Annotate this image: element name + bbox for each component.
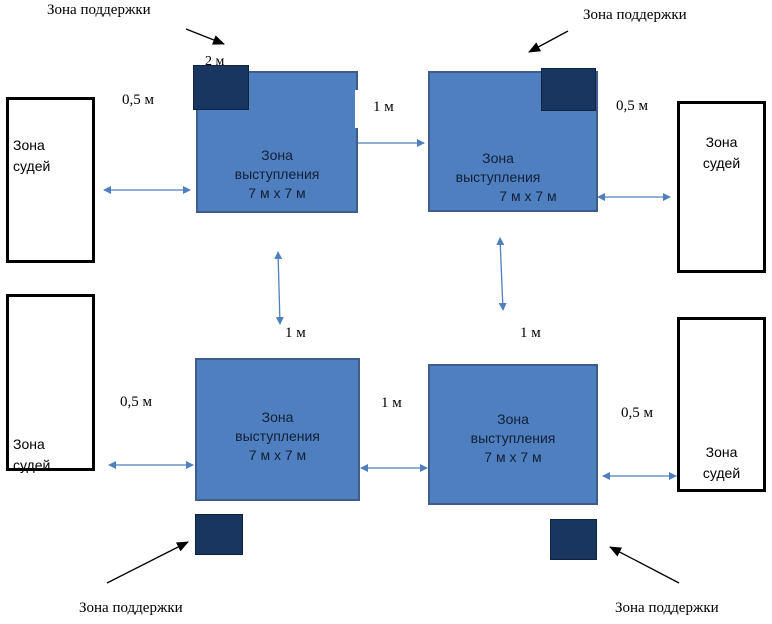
judges-subtitle: судей: [13, 457, 51, 473]
judges-zone-top-left: Зона судей: [6, 97, 95, 263]
performance-title: Зона: [497, 411, 529, 427]
pointer-support-tr: [528, 30, 569, 53]
performance-size: 7 м х 7 м: [248, 185, 306, 201]
performance-zone-bottom-left: Зона выступления 7 м х 7 м: [195, 358, 360, 501]
pointer-support-bl: [106, 541, 189, 584]
performance-subtitle: выступления: [235, 428, 320, 444]
performance-size: 7 м х 7 м: [248, 447, 307, 463]
judges-zone-label: Зона судей: [13, 434, 50, 476]
support-zone-label-bottom-right: Зона поддержки: [615, 600, 719, 616]
judges-zone-bottom-right: Зона судей: [677, 317, 766, 492]
support-zone-bottom-left: [195, 514, 243, 555]
judges-title: Зона: [705, 134, 738, 150]
distance-label-top-gap: 1 м: [373, 99, 394, 115]
notch: [355, 90, 361, 128]
judges-subtitle: судей: [702, 155, 741, 171]
arrow-perf-tr-to-perf-br: [496, 237, 507, 311]
distance-label-judge-tr: 0,5 м: [616, 98, 648, 114]
performance-title: Зона: [261, 409, 294, 425]
arrow-perf-tl-to-perf-bl: [274, 251, 284, 325]
judges-title: Зона: [13, 137, 45, 153]
distance-label-judge-tl: 0,5 м: [122, 92, 154, 108]
distance-label-left-vertical: 1 м: [285, 325, 306, 341]
performance-title: Зона: [261, 147, 293, 163]
judges-zone-label: Зона судей: [13, 135, 50, 177]
distance-label-judge-bl: 0,5 м: [120, 394, 152, 410]
judges-title: Зона: [705, 444, 738, 460]
distance-label-right-vertical: 1 м: [520, 325, 541, 341]
support-zone-top-right: [541, 68, 596, 111]
support-zone-label-bottom-left: Зона поддержки: [79, 600, 183, 616]
performance-zone-label: Зона выступления 7 м х 7 м: [198, 146, 356, 203]
judges-subtitle: судей: [702, 465, 741, 481]
judges-zone-label: Зона судей: [680, 442, 763, 484]
judges-zone-top-right: Зона судей: [677, 101, 766, 273]
performance-title: Зона: [482, 150, 514, 166]
distance-label-judge-br: 0,5 м: [621, 405, 653, 421]
distance-label-bottom-gap: 1 м: [381, 395, 402, 411]
performance-zone-label: Зона выступления 7 м х 7 м: [430, 410, 596, 467]
pointer-support-br: [609, 546, 680, 584]
performance-size: 7 м х 7 м: [499, 188, 557, 204]
support-zone-bottom-right: [550, 519, 597, 560]
judges-zone-label: Зона судей: [680, 132, 763, 174]
support-zone-top-left: [193, 65, 249, 110]
support-zone-label-top-right: Зона поддержки: [583, 7, 687, 23]
performance-zone-label: Зона выступления 7 м х 7 м: [197, 408, 358, 465]
performance-subtitle: выступления: [455, 169, 541, 185]
distance-label-support-size: 2 м: [205, 54, 225, 69]
judges-zone-bottom-left: Зона судей: [6, 294, 95, 473]
performance-zone-label: Зона выступления 7 м х 7 м: [400, 149, 596, 206]
performance-size: 7 м х 7 м: [484, 449, 542, 465]
pointer-support-tl: [185, 28, 225, 45]
support-zone-label-top-left: Зона поддержки: [47, 2, 151, 18]
judges-title: Зона: [13, 436, 45, 452]
performance-zone-bottom-right: Зона выступления 7 м х 7 м: [428, 364, 598, 505]
performance-subtitle: выступления: [234, 166, 320, 182]
judges-subtitle: судей: [13, 158, 51, 174]
performance-subtitle: выступления: [470, 430, 556, 446]
